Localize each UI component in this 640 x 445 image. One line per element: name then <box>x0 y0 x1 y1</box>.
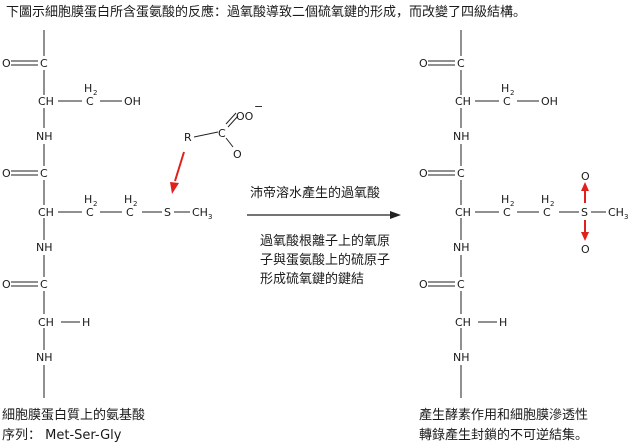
left-carbonyl-carbon-3: C <box>40 278 48 291</box>
peroxy-oxygen: O <box>233 148 242 161</box>
mechanism-line-3: 形成硫氧鍵的鍵結 <box>260 271 364 287</box>
right-carbonyl-oxygen-1: O <box>419 57 428 70</box>
left-amide-nh-1: NH <box>36 130 53 143</box>
left-met-sulfur: S <box>164 206 171 219</box>
left-amide-nh-3: NH <box>36 351 53 364</box>
peroxy-oo: OO <box>236 110 254 123</box>
left-carbonyl-oxygen-3: O <box>2 278 11 291</box>
right-met-ch2b-sub: 2 <box>550 200 554 208</box>
left-carbonyl-oxygen-1: O <box>2 57 11 70</box>
left-met-ch2b-h: H <box>124 193 132 206</box>
left-alpha-carbon-met: CH <box>38 206 54 219</box>
left-caption-line-1: 細胞膜蛋白質上的氨基酸 <box>2 407 145 423</box>
right-caption-line-2: 轉錄產生封鎖的不可逆結集。 <box>419 427 588 443</box>
sulfone-oxygen-bottom: O <box>581 243 590 256</box>
left-alpha-carbon-ser: CH <box>38 95 54 108</box>
left-met-methyl: CH <box>192 206 208 219</box>
sulfone-oxygen-bonds: O O <box>581 170 590 256</box>
peroxy-carbon: C <box>218 127 226 140</box>
reagent-label: 沛帝溶水產生的過氧酸 <box>250 185 380 201</box>
left-ser-ch2-c: C <box>86 95 94 108</box>
mechanism-line-1: 過氧酸根離子上的氧原 <box>260 233 390 249</box>
left-met-ch2b-sub: 2 <box>133 200 137 208</box>
left-ser-ch2-sub: 2 <box>93 89 97 97</box>
diagram-title: 下圖示細胞膜蛋白所含蛋氨酸的反應：過氧酸導致二個硫氧鍵的形成，而改變了四級結構。 <box>6 4 526 20</box>
right-carbonyl-oxygen-3: O <box>419 278 428 291</box>
right-alpha-carbon-met: CH <box>455 206 471 219</box>
right-gly-hydrogen: H <box>499 316 507 329</box>
left-met-ch2a-sub: 2 <box>93 200 97 208</box>
left-met-methyl-sub: 3 <box>208 213 212 221</box>
left-met-ch2a-h: H <box>84 193 92 206</box>
peroxy-acid: R C OO − O <box>184 100 263 161</box>
right-ser-hydroxyl: OH <box>541 95 558 108</box>
right-caption-line-1: 產生酵素作用和細胞膜滲透性 <box>419 407 588 423</box>
right-met-ch2a-h: H <box>501 193 509 206</box>
right-met-sulfur: S <box>581 206 588 219</box>
right-ser-ch2-c: C <box>503 95 511 108</box>
left-caption-line-2: 序列： Met-Ser-Gly <box>2 428 122 443</box>
left-met-ch2b-c: C <box>126 206 134 219</box>
sulfone-oxygen-top: O <box>581 170 590 183</box>
right-met-methyl: CH <box>608 206 624 219</box>
right-met-ch2a-sub: 2 <box>510 200 514 208</box>
left-alpha-carbon-gly: CH <box>38 316 54 329</box>
right-met-ch2a-c: C <box>503 206 511 219</box>
left-amide-nh-2: NH <box>36 241 53 254</box>
right-amide-nh-2: NH <box>453 241 470 254</box>
right-peptide: O C CH H 2 C OH NH O C CH H 2 C H 2 C S … <box>419 30 628 398</box>
right-alpha-carbon-ser: CH <box>455 95 471 108</box>
left-met-ch2a-c: C <box>86 206 94 219</box>
left-carbonyl-carbon-1: C <box>40 57 48 70</box>
left-carbonyl-oxygen-2: O <box>2 167 11 180</box>
right-ser-ch2-h: H <box>501 82 509 95</box>
left-peptide: O C CH H 2 C OH NH O C CH H 2 C H 2 C S … <box>2 30 212 398</box>
reaction-arrow <box>247 211 401 219</box>
right-alpha-carbon-gly: CH <box>455 316 471 329</box>
right-met-ch2b-h: H <box>541 193 549 206</box>
right-met-methyl-sub: 3 <box>624 213 628 221</box>
right-carbonyl-oxygen-2: O <box>419 167 428 180</box>
mechanism-line-2: 子與蛋氨酸上的硫原子 <box>260 252 390 268</box>
left-gly-hydrogen: H <box>82 316 90 329</box>
right-amide-nh-1: NH <box>453 130 470 143</box>
right-carbonyl-carbon-1: C <box>457 57 465 70</box>
right-carbonyl-carbon-3: C <box>457 278 465 291</box>
left-carbonyl-carbon-2: C <box>40 167 48 180</box>
left-ser-ch2-h: H <box>84 82 92 95</box>
left-ser-hydroxyl: OH <box>124 95 141 108</box>
peroxy-charge: − <box>254 100 263 113</box>
red-attack-arrow <box>170 151 185 194</box>
peroxy-r-group: R <box>184 131 192 144</box>
right-ser-ch2-sub: 2 <box>510 89 514 97</box>
right-met-ch2b-c: C <box>543 206 551 219</box>
right-carbonyl-carbon-2: C <box>457 167 465 180</box>
right-amide-nh-3: NH <box>453 351 470 364</box>
